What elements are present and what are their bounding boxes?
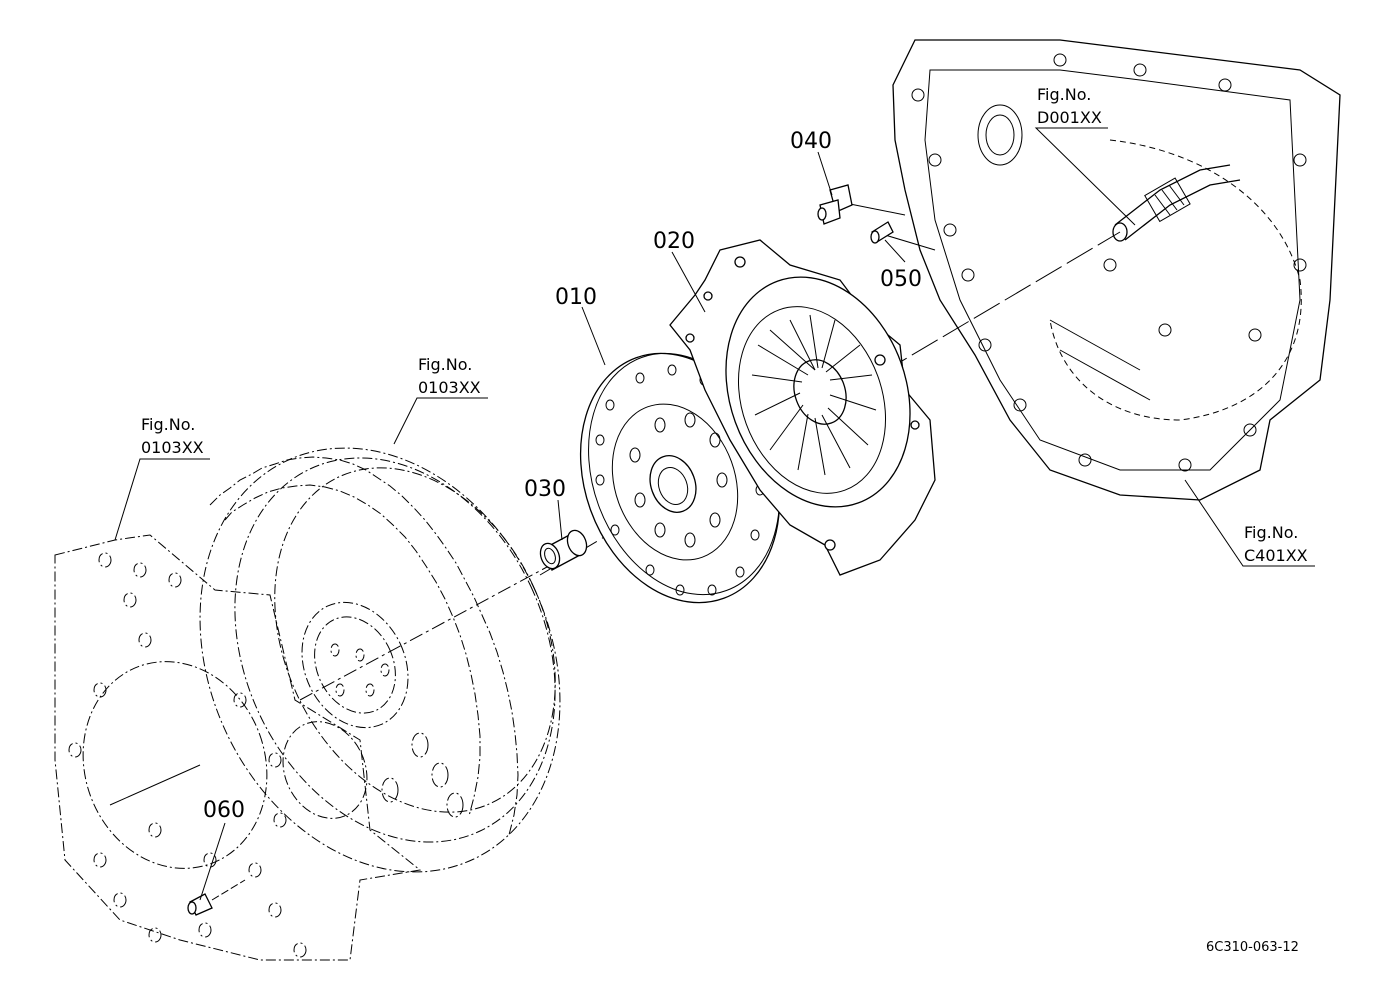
part-label-050: 050 [880,267,922,292]
fig-ref-plate-line2: 0103XX [141,438,204,457]
part-label-040: 040 [790,129,832,154]
fig-ref-c401xx-line2: C401XX [1244,546,1308,565]
part-label-060: 060 [203,798,245,823]
part-label-030: 030 [524,477,566,502]
flywheel [199,447,561,873]
part-040-bolt [817,184,853,225]
fig-ref-flywheel-line1: Fig.No. [418,355,472,374]
engine-rear-plate [54,534,422,961]
fig-ref-flywheel-line2: 0103XX [418,378,481,397]
part-label-010: 010 [555,285,597,310]
leader-lines [114,127,1315,901]
drawing-code: 6C310-063-12 [1206,940,1299,955]
part-030-pilot-bearing [539,529,588,571]
part-label-020: 020 [653,229,695,254]
fig-ref-plate-line1: Fig.No. [141,415,195,434]
part-060-dowel-pin [187,879,246,916]
transmission-housing [892,39,1341,501]
fig-ref-d001xx-line2: D001XX [1037,108,1102,127]
part-050-dowel-pin [870,221,894,244]
fig-ref-c401xx-line1: Fig.No. [1244,523,1298,542]
fig-ref-d001xx-line1: Fig.No. [1037,85,1091,104]
part-020-clutch-cover [669,239,936,576]
